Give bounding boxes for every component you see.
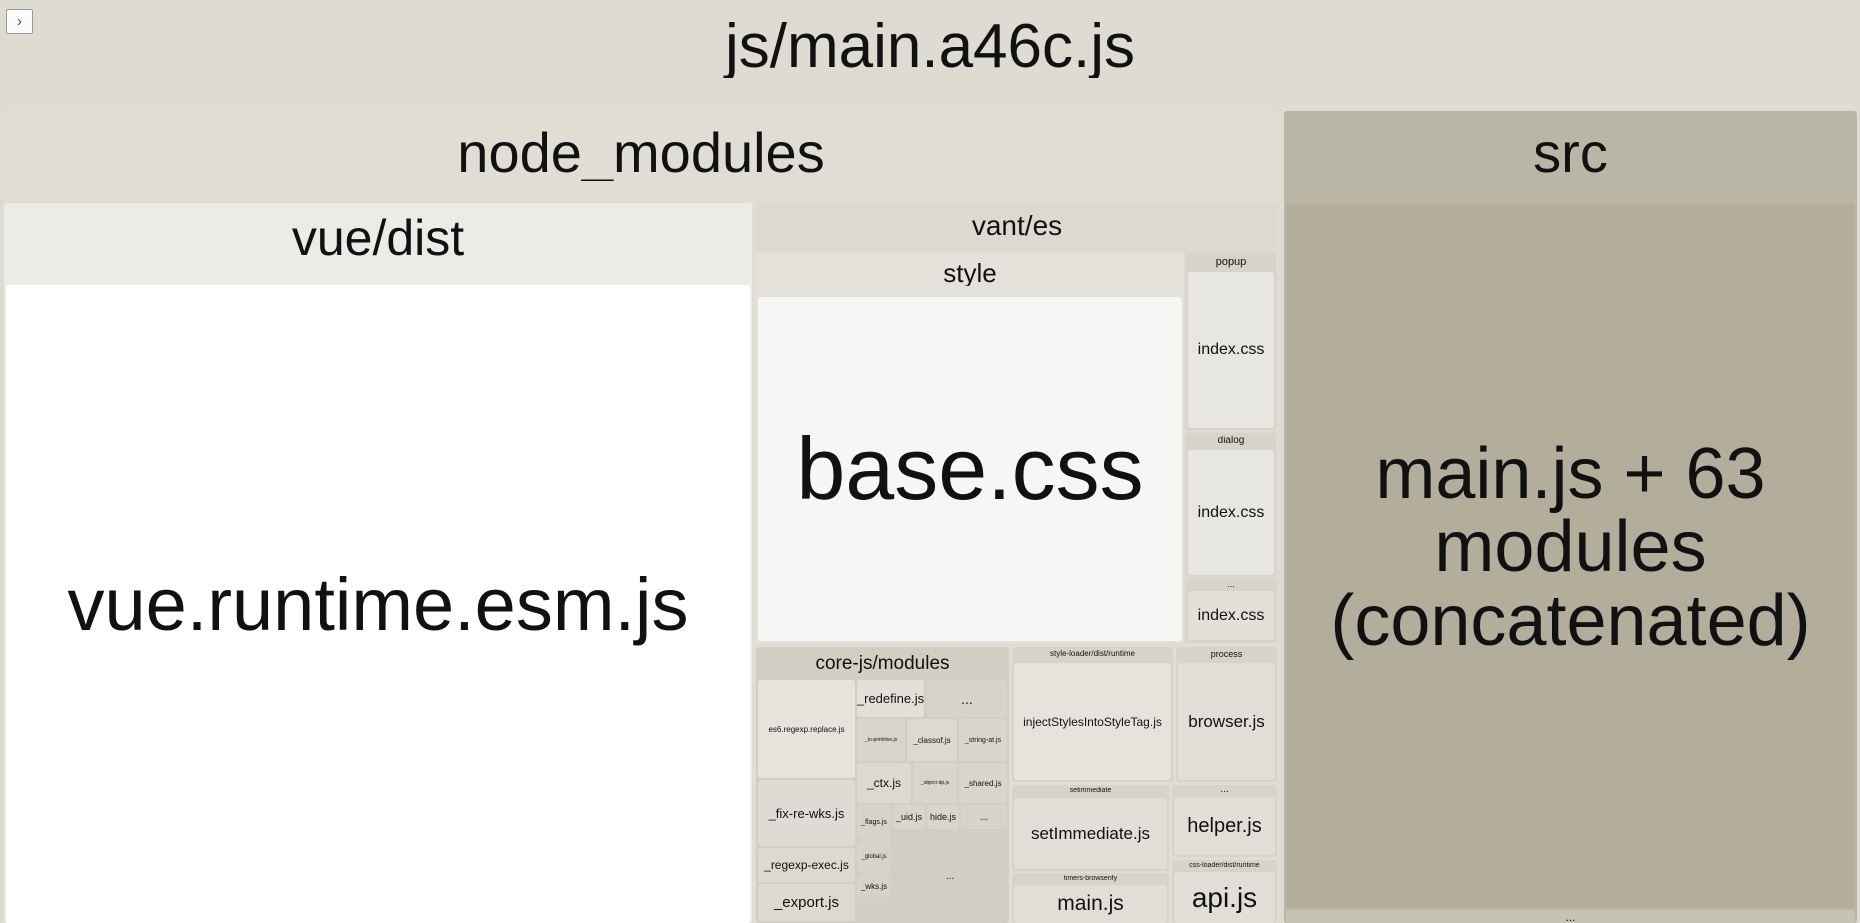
- file-label: _export.js: [773, 894, 840, 911]
- object-dp-file[interactable]: _object-dp.js: [913, 763, 957, 803]
- file-label: _fix-re-wks.js: [768, 805, 845, 821]
- timers-main-label: main.js: [1057, 892, 1124, 915]
- src-more[interactable]: ...: [1286, 910, 1855, 923]
- vant-style-group[interactable]: style base.css: [756, 252, 1184, 643]
- css-loader-group[interactable]: css-loader/dist/runtime api.js: [1172, 860, 1277, 923]
- popup-index-label: index.css: [1197, 341, 1265, 358]
- vue-dist-group[interactable]: vue/dist vue.runtime.esm.js: [4, 203, 752, 923]
- src-main-label: main.js + 63 modules (concatenated): [1330, 434, 1811, 661]
- vant-style-label: style: [943, 260, 997, 286]
- uid-file[interactable]: _uid.js: [893, 805, 925, 829]
- file-label: _string-at.js: [964, 736, 1002, 744]
- es6-regexp-replace-file[interactable]: es6.regexp.replace.js: [758, 680, 855, 778]
- css-loader-label: css-loader/dist/runtime: [1189, 862, 1260, 869]
- timers-main-file[interactable]: main.js: [1014, 885, 1167, 923]
- vant-popup-group[interactable]: popup index.css: [1186, 253, 1276, 430]
- process-label: process: [1210, 650, 1243, 659]
- global-file[interactable]: _global.js: [857, 841, 891, 873]
- setimmediate-label: setimmediate: [1069, 787, 1112, 794]
- file-label: _object-dp.js: [920, 780, 950, 786]
- popup-index-css[interactable]: index.css: [1188, 272, 1274, 428]
- file-label: ...: [979, 811, 989, 823]
- vue-dist-label: vue/dist: [291, 213, 465, 263]
- vant-es-label: vant/es: [971, 212, 1063, 240]
- wks-file[interactable]: _wks.js: [857, 875, 891, 897]
- base-css-file[interactable]: base.css: [758, 297, 1182, 641]
- more-index-label: index.css: [1197, 606, 1265, 624]
- string-at-file[interactable]: _string-at.js: [959, 719, 1007, 761]
- dialog-index-label: index.css: [1197, 503, 1265, 521]
- vant-more-group[interactable]: ... index.css: [1186, 580, 1276, 642]
- misc-group[interactable]: ... helper.js: [1172, 785, 1277, 857]
- corejs-more-1[interactable]: ...: [927, 680, 1007, 717]
- shared-file[interactable]: _shared.js: [959, 763, 1007, 803]
- setimmediate-file[interactable]: setImmediate.js: [1014, 798, 1167, 869]
- redefine-file[interactable]: _redefine.js: [857, 680, 924, 717]
- base-css-label: base.css: [796, 419, 1144, 518]
- vue-runtime-file[interactable]: vue.runtime.esm.js: [6, 285, 750, 923]
- file-label: _redefine.js: [857, 691, 924, 706]
- inject-styles-file[interactable]: injectStylesIntoStyleTag.js: [1014, 663, 1171, 780]
- src-label: src: [1533, 125, 1608, 181]
- file-label: _flags.js: [861, 818, 887, 826]
- to-primitive-file[interactable]: _to-primitive.js: [857, 719, 905, 761]
- file-label: _global.js: [861, 854, 887, 860]
- ctx-file[interactable]: _ctx.js: [857, 763, 911, 803]
- timers-label: timers-browserify: [1063, 875, 1118, 882]
- setimmediate-file-label: setImmediate.js: [1030, 823, 1151, 843]
- vant-es-group[interactable]: vant/es style base.css popup index.css d…: [756, 203, 1278, 643]
- file-label: _regexp-exec.js: [764, 858, 849, 872]
- file-label: _uid.js: [895, 812, 922, 822]
- vant-more-label: ...: [1227, 580, 1235, 589]
- dialog-index-css[interactable]: index.css: [1188, 450, 1274, 575]
- browser-js-label: browser.js: [1188, 711, 1265, 731]
- file-label: _ctx.js: [866, 776, 901, 790]
- more-index-css[interactable]: index.css: [1188, 591, 1274, 640]
- flags-file[interactable]: _flags.js: [857, 805, 891, 839]
- src-more-label: ...: [1565, 910, 1576, 923]
- src-group[interactable]: src main.js + 63 modules (concatenated) …: [1284, 111, 1857, 923]
- api-js-file[interactable]: api.js: [1174, 872, 1275, 923]
- file-label: hide.js: [929, 812, 956, 822]
- vue-runtime-label: vue.runtime.esm.js: [67, 562, 689, 646]
- corejs-modules-group[interactable]: core-js/modules es6.regexp.replace.js _r…: [756, 647, 1009, 923]
- api-js-label: api.js: [1191, 881, 1258, 913]
- file-label: _to-primitive.js: [864, 737, 898, 743]
- file-label: es6.regexp.replace.js: [768, 724, 845, 734]
- style-loader-label: style-loader/dist/runtime: [1050, 650, 1135, 658]
- timers-group[interactable]: timers-browserify main.js: [1012, 873, 1169, 923]
- src-main-file[interactable]: main.js + 63 modules (concatenated): [1286, 203, 1855, 908]
- dialog-label: dialog: [1217, 436, 1245, 446]
- export-file[interactable]: _export.js: [758, 884, 855, 921]
- process-group[interactable]: process browser.js: [1176, 647, 1277, 782]
- classof-file[interactable]: _classof.js: [907, 719, 957, 761]
- corejs-more-2[interactable]: ...: [961, 805, 1007, 829]
- misc-label: ...: [1220, 785, 1229, 795]
- hide-file[interactable]: hide.js: [927, 805, 959, 829]
- vant-dialog-group[interactable]: dialog index.css: [1186, 433, 1276, 577]
- corejs-label: core-js/modules: [815, 654, 950, 673]
- regexp-exec-file[interactable]: _regexp-exec.js: [758, 848, 855, 882]
- chevron-right-icon: ›: [17, 13, 22, 30]
- helper-js-file[interactable]: helper.js: [1174, 797, 1275, 855]
- corejs-more-3[interactable]: ...: [893, 831, 1007, 921]
- popup-label: popup: [1215, 257, 1247, 268]
- file-label: _wks.js: [860, 881, 888, 891]
- file-label: ...: [961, 690, 973, 707]
- root-chunk-label: js/main.a46c.js: [724, 16, 1136, 78]
- fix-re-wks-file[interactable]: _fix-re-wks.js: [758, 780, 855, 846]
- file-label: _shared.js: [964, 778, 1002, 788]
- helper-js-label: helper.js: [1187, 814, 1262, 837]
- sidebar-toggle-button[interactable]: ›: [6, 9, 33, 34]
- inject-styles-label: injectStylesIntoStyleTag.js: [1023, 714, 1162, 729]
- style-loader-group[interactable]: style-loader/dist/runtime injectStylesIn…: [1012, 647, 1173, 782]
- node-modules-label: node_modules: [457, 125, 825, 181]
- browser-js-file[interactable]: browser.js: [1178, 663, 1275, 780]
- setimmediate-group[interactable]: setimmediate setImmediate.js: [1012, 785, 1169, 871]
- file-label: ...: [945, 870, 955, 882]
- file-label: _classof.js: [913, 735, 951, 745]
